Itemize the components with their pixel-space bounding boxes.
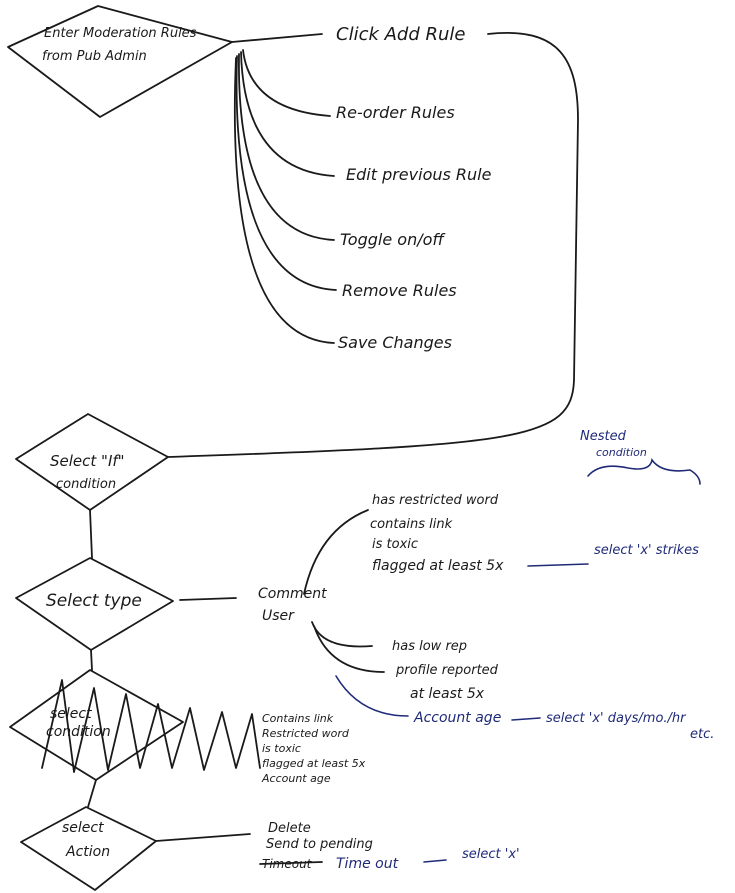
save-changes: Save Changes [338,333,452,352]
cond-restricted-word: has restricted word [372,493,499,508]
toggle-on-off: Toggle on/off [340,230,446,249]
select-x-days-etc: etc. [690,727,714,742]
select-type-label: Select type [46,591,142,611]
action-time-out: Time out [336,856,399,872]
action-delete: Delete [268,821,311,836]
select-if-line1: Select "If" [50,452,125,470]
remove-rules: Remove Rules [342,281,457,300]
cond-account-age: Account age [413,710,501,726]
select-condition-line1: select [50,706,92,722]
enter-rules-line2: from Pub Admin [42,49,147,64]
connector-age-days [511,717,541,721]
connector-type-condition [90,649,93,671]
scribble-is-toxic: is toxic [262,742,301,755]
cond-low-rep: has low rep [392,639,467,654]
action-send-pending: Send to pending [266,837,373,852]
edit-previous-rule: Edit previous Rule [346,165,492,184]
connector-comment-branch [303,509,369,595]
scribble-flagged: flagged at least 5x [262,757,366,770]
cond-is-toxic: is toxic [372,537,418,552]
connector-type-options [179,597,237,601]
connector-flagged-strikes [527,563,589,567]
scribble-lines [41,679,261,773]
connector-fan-remove [235,55,337,291]
connector-fan-reorder [242,49,331,117]
nested-bracket [587,457,701,485]
connector-enter-add [231,33,323,43]
strikethrough [259,861,323,865]
scribble-account-age: Account age [261,772,331,785]
select-action-line2: Action [65,844,110,860]
type-user: User [262,608,295,624]
enter-rules-line1: Enter Moderation Rules [44,26,197,41]
enter-rules-diamond [7,5,233,118]
scribble-contains-link: Contains link [262,712,334,725]
select-action-diamond [20,806,157,891]
click-add-rule: Click Add Rule [336,24,466,45]
nested-label-line2: condition [596,446,647,459]
connector-user-low-rep [311,621,373,648]
connector-fan-edit [240,51,335,177]
connector-if-type [89,509,93,559]
connector-fan-toggle [238,53,335,241]
select-x-days: select 'x' days/mo./hr [546,711,687,726]
cond-profile-reported: profile reported [395,663,499,678]
cond-contains-link: contains link [370,517,453,532]
connector-loop-to-if [167,32,579,458]
connector-condition-action [87,779,97,808]
connector-timeout-select [423,859,447,863]
connector-fan-save [233,57,335,344]
select-x-timeout: select 'x' [462,847,520,862]
connector-user-profile [313,625,385,673]
select-if-line2: condition [56,477,116,492]
connector-user-account-age [335,675,409,717]
scribble-restricted-word: Restricted word [262,727,350,740]
select-action-line1: select [62,820,104,836]
re-order-rules: Re-order Rules [336,103,455,122]
connector-action-options [155,833,251,842]
select-condition-line2: condition [46,724,111,740]
nested-label: Nested [580,429,627,444]
select-x-strikes: select 'x' strikes [594,543,699,558]
cond-at-least: at least 5x [410,686,485,702]
cond-flagged: flagged at least 5x [372,558,504,574]
type-comment: Comment [258,586,327,602]
